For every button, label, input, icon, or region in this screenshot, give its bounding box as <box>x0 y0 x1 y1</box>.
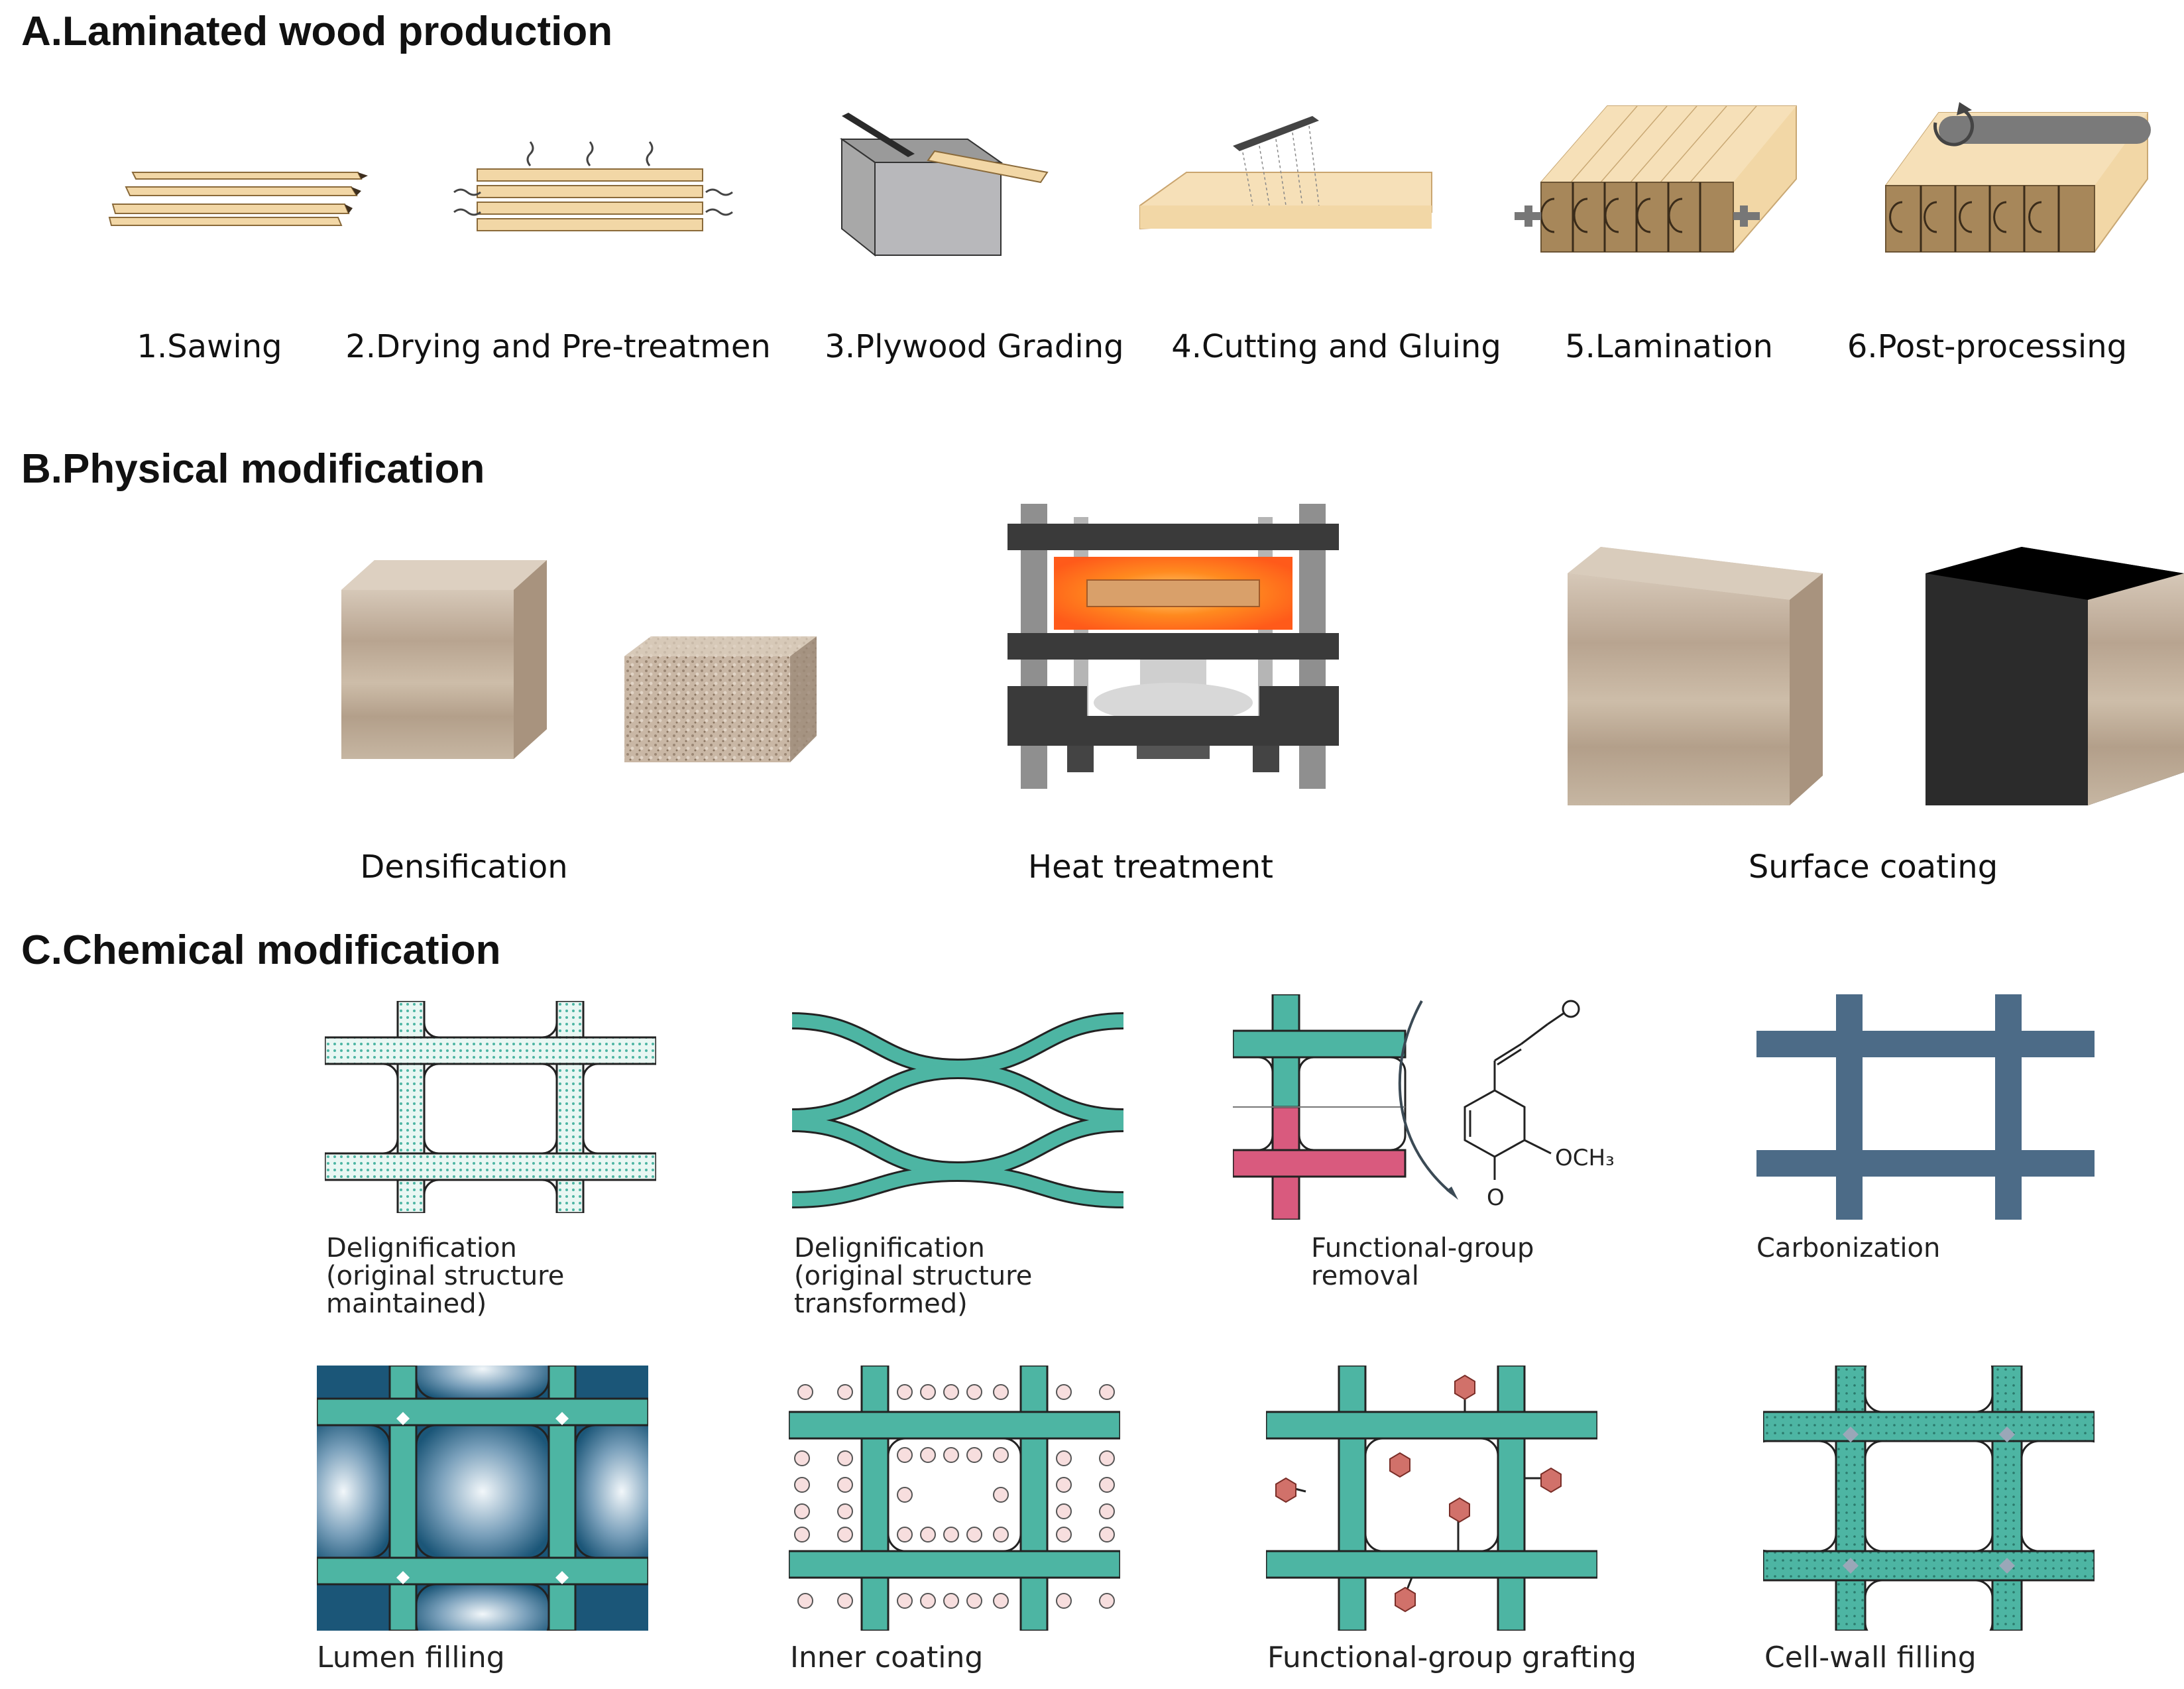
surface-coating-illustration <box>1568 547 2184 805</box>
c8-label: Cell-wall filling <box>1764 1641 1977 1674</box>
drying-illustration <box>453 141 733 231</box>
step-3-label: 3.Plywood Grading <box>825 328 1124 365</box>
functional-group-grafting-illustration <box>1266 1366 1597 1631</box>
delignification-transformed-illustration <box>792 1012 1123 1208</box>
densification-illustration <box>341 560 817 762</box>
och3-label: OCH₃ <box>1555 1145 1615 1171</box>
c2-label: Delignification (original structure tran… <box>794 1233 1033 1319</box>
section-a-title: A.Laminated wood production <box>21 9 613 54</box>
surface-coating-label: Surface coating <box>1748 848 1998 886</box>
c3-label: Functional-group removal <box>1311 1233 1534 1291</box>
functional-group-removal-illustration: OCH₃ O <box>1233 994 1615 1220</box>
lamination-illustration <box>1515 105 1797 253</box>
c5-label: Lumen filling <box>317 1641 505 1674</box>
delignification-maintained-illustration <box>325 1001 656 1213</box>
oxygen-label: O <box>1487 1185 1505 1211</box>
c1-label: Delignification (original structure main… <box>326 1233 565 1319</box>
step-4-label: 4.Cutting and Gluing <box>1171 328 1501 365</box>
step-6-label: 6.Post-processing <box>1847 328 2128 365</box>
step-5-label: 5.Lamination <box>1565 328 1773 365</box>
inner-coating-illustration <box>789 1366 1120 1631</box>
heat-press-illustration <box>1007 504 1339 789</box>
c4-label: Carbonization <box>1756 1233 1941 1263</box>
step-1-label: 1.Sawing <box>137 328 282 365</box>
lumen-filling-illustration <box>317 1366 648 1631</box>
step-2-label: 2.Drying and Pre-treatmen <box>345 328 771 365</box>
sawing-illustration <box>108 172 368 226</box>
c6-label: Inner coating <box>790 1641 984 1674</box>
carbonization-illustration <box>1756 994 2095 1220</box>
grading-illustration <box>839 113 1049 257</box>
c7-label: Functional-group grafting <box>1267 1641 1637 1674</box>
section-b-title: B.Physical modification <box>21 446 485 492</box>
heat-treatment-label: Heat treatment <box>1028 848 1273 886</box>
section-c-title: C.Chemical modification <box>21 927 501 973</box>
densification-label: Densification <box>360 848 568 886</box>
post-processing-illustration <box>1885 102 2151 253</box>
cell-wall-filling-illustration <box>1763 1366 2095 1631</box>
cutting-gluing-illustration <box>1139 116 1432 230</box>
